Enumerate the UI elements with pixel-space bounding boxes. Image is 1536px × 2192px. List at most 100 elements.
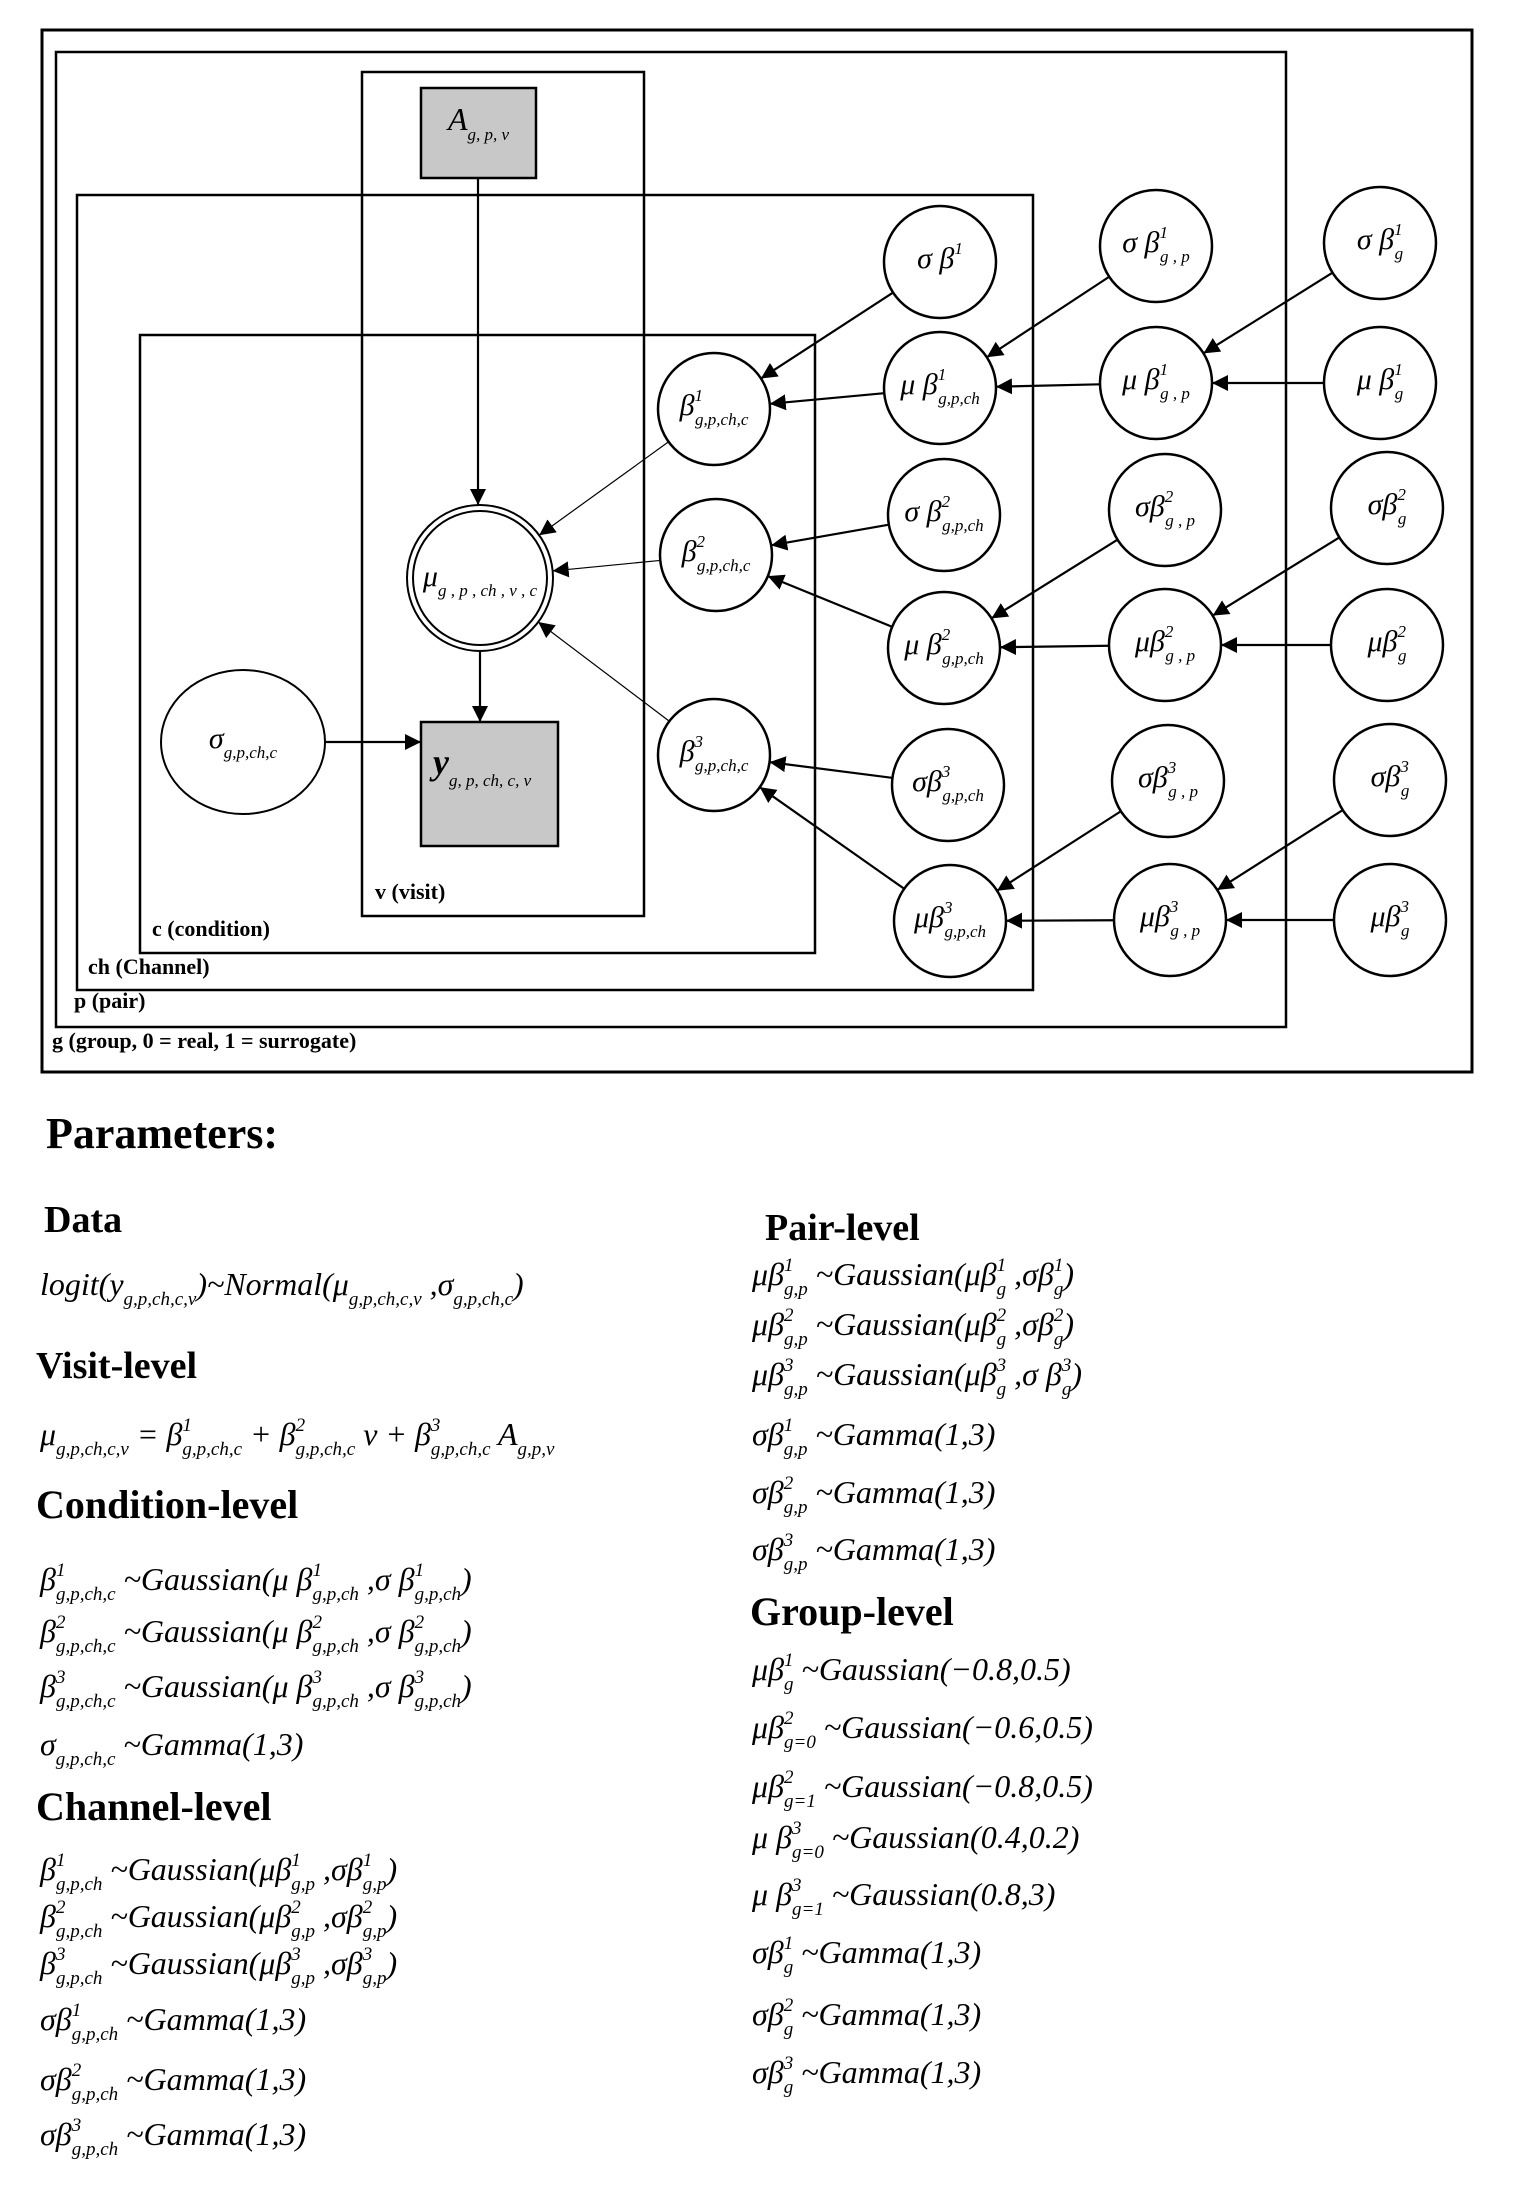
- plate-group: [40, 28, 1474, 1074]
- node-sigma-beta1: σ β1: [882, 204, 998, 320]
- edge-sigma-beta2-p-to-mu-beta2-ch: [990, 538, 1119, 620]
- sigma-cond-label: σg,p,ch,c: [209, 722, 278, 762]
- node-y: yg, p, ch, c, v: [419, 720, 560, 848]
- visit-level-heading: Visit-level: [36, 1345, 197, 1387]
- condition-level-heading: Condition-level: [36, 1482, 298, 1527]
- node-sigma-cond: σg,p,ch,c: [160, 669, 326, 815]
- edge-mu-beta1-ch-to-beta1: [769, 392, 885, 411]
- edge-mu-beta3-ch-to-beta3: [759, 786, 905, 890]
- edge-sigma-beta3-g-to-mu-beta3-p: [1216, 809, 1344, 891]
- data-level-heading: Data: [44, 1199, 122, 1241]
- edge-sigma-beta1-g-to-mu-beta1-p: [1202, 271, 1334, 355]
- mu-label: μg , p , ch , v , c: [422, 560, 538, 600]
- channel-level-heading: Channel-level: [36, 1784, 272, 1829]
- edge-mu-beta2-p-to-mu-beta2-ch: [999, 639, 1110, 656]
- plate-pair: [54, 50, 1288, 1029]
- edge-sigma-beta2-ch-to-beta2: [770, 523, 890, 551]
- pair-level-heading: Pair-level: [765, 1207, 920, 1249]
- edge-mu-beta2-ch-to-beta2: [767, 574, 893, 628]
- nodes: Ag, p, v yg, p, ch, c, v μg , p , ch , v ,…: [160, 86, 1448, 979]
- edges: [325, 178, 1344, 929]
- node-mu: μg , p , ch , v , c: [406, 504, 554, 652]
- edge-mu-beta1-p-to-mu-beta1-ch: [995, 378, 1101, 395]
- parameters-section: Parameters:Datalogit(yg,p,ch,c,v)~Normal…: [36, 1109, 1093, 2160]
- plate-label-channel: ch (Channel): [88, 954, 210, 979]
- edge-sigma-beta3-p-to-mu-beta3-ch: [996, 810, 1122, 892]
- condition-equation-4: σg,p,ch,c ~Gamma(1,3): [40, 1726, 303, 1770]
- edge-sigma-beta2-g-to-mu-beta2-p: [1212, 536, 1340, 617]
- plate-label-group: g (group, 0 = real, 1 = surrogate): [52, 1028, 356, 1053]
- plate-visit: [360, 70, 646, 918]
- plate-label-pair: p (pair): [74, 988, 146, 1013]
- edge-beta3-to-mu: [537, 621, 670, 722]
- edge-sigma-beta1-p-to-mu-beta1-ch: [986, 275, 1110, 359]
- edge-sigma-beta1-to-beta1: [760, 291, 894, 380]
- A-label: Ag, p, v: [446, 101, 510, 144]
- y-label: yg, p, ch, c, v: [429, 742, 532, 790]
- plate-label-condition: c (condition): [152, 916, 270, 941]
- plate-channel: [75, 193, 1035, 992]
- parameters-title: Parameters:: [46, 1109, 278, 1158]
- node-A: Ag, p, v: [419, 86, 538, 180]
